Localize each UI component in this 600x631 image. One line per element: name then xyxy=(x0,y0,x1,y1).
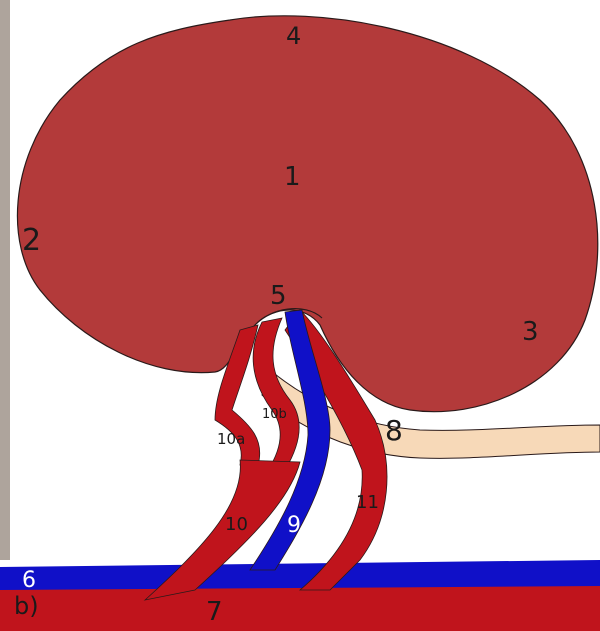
left-photo-edge xyxy=(0,0,10,560)
label-3: 3 xyxy=(522,317,539,347)
label-7: 7 xyxy=(206,597,223,627)
label-10b: 10b xyxy=(262,407,287,422)
label-1: 1 xyxy=(284,162,301,192)
panel-label: b) xyxy=(14,592,39,620)
label-2: 2 xyxy=(22,223,41,258)
label-11: 11 xyxy=(356,492,379,513)
label-10: 10 xyxy=(225,514,248,535)
label-6: 6 xyxy=(22,568,36,593)
label-10a: 10a xyxy=(217,430,245,448)
artery-trunk xyxy=(0,586,600,631)
label-4: 4 xyxy=(286,22,301,50)
label-8: 8 xyxy=(385,414,403,447)
label-9: 9 xyxy=(287,513,301,538)
label-5: 5 xyxy=(270,281,287,311)
